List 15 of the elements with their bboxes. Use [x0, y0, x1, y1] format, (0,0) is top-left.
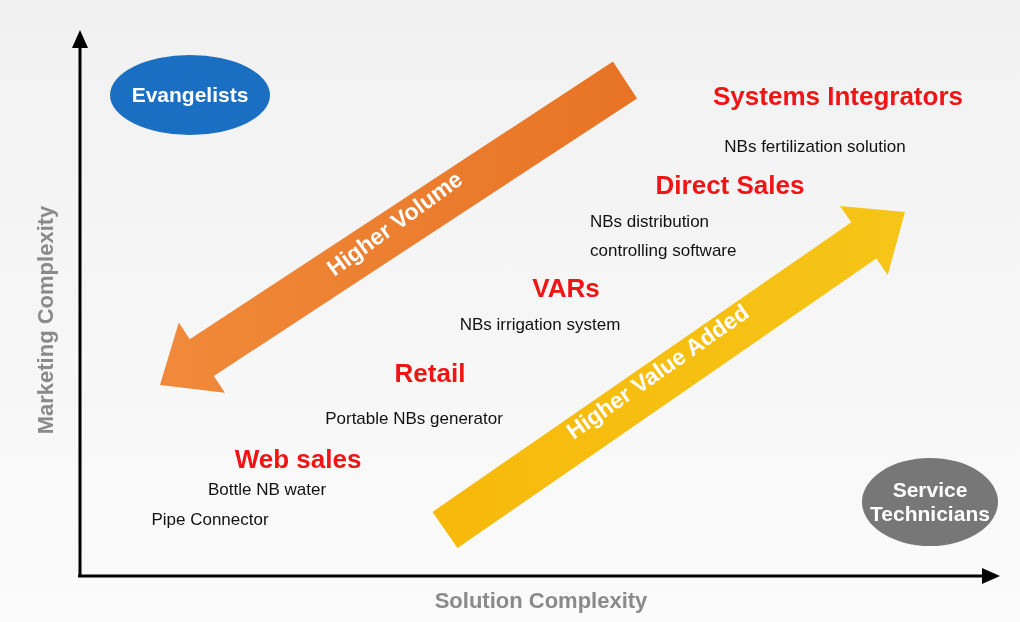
axis-title: Solution Complexity [434, 587, 648, 615]
product-label: Bottle NB water [207, 479, 327, 501]
channel-heading: Direct Sales [655, 170, 805, 202]
axis-title: Marketing Complexity [32, 205, 59, 435]
channel-heading: Systems Integrators [713, 81, 963, 113]
channel-heading: Retail [394, 358, 466, 390]
product-label: NBs irrigation system [459, 314, 621, 336]
product-label: Portable NBs generator [325, 408, 503, 430]
product-label: Pipe Connector [151, 509, 269, 531]
channel-heading: Web sales [234, 444, 362, 476]
product-label: NBs fertilization solution [724, 136, 906, 158]
ellipse-node: Evangelists [110, 55, 270, 135]
channel-heading: VARs [532, 273, 600, 305]
ellipse-node: Service Technicians [862, 458, 998, 546]
product-label: NBs distribution controlling software [590, 211, 738, 262]
